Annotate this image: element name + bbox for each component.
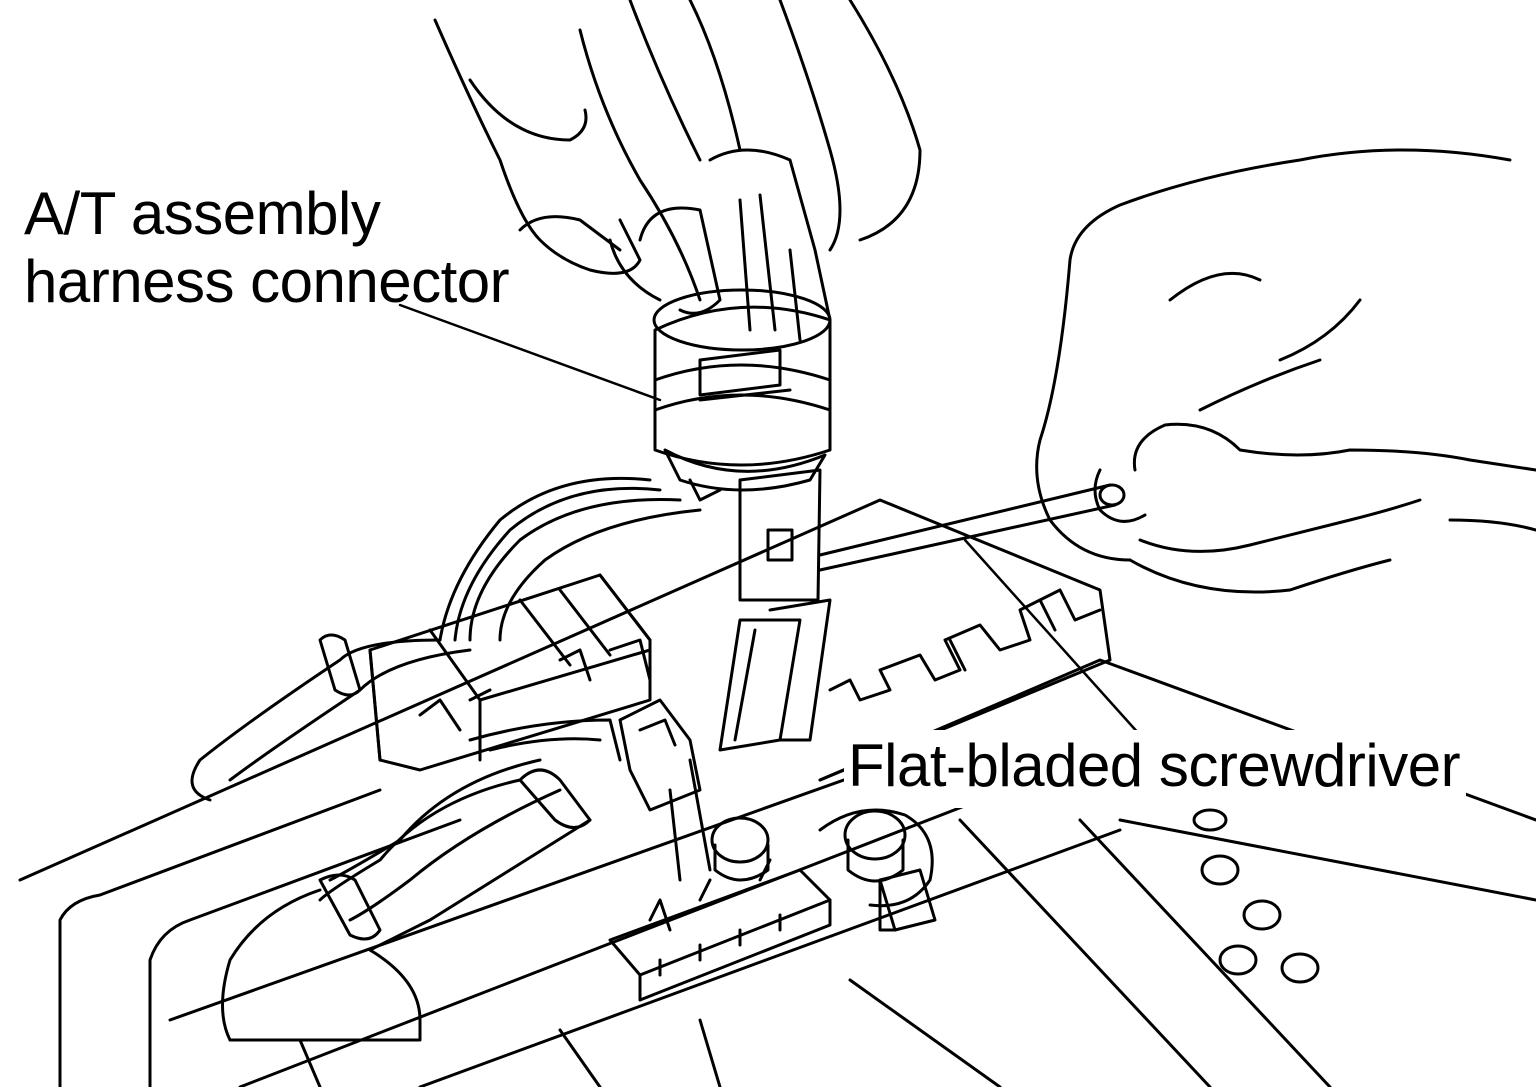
leader-lines (398, 303, 1142, 737)
housing-holes (1192, 808, 1320, 984)
left-hand-illustration (433, 0, 922, 315)
connector-callout-label: A/T assembly harness connector (24, 180, 510, 316)
screwdriver (718, 483, 1126, 752)
connector-leader-line (398, 303, 662, 402)
screwdriver-leader-line (963, 538, 1142, 737)
wiring-harness (190, 476, 702, 1042)
connector-label-line1: A/T assembly (24, 180, 381, 247)
harness-connector (652, 148, 832, 602)
bolts (710, 808, 937, 932)
terminal-strip (608, 858, 832, 1002)
connector-label-line2: harness connector (24, 248, 510, 315)
right-hand-illustration (1035, 148, 1536, 594)
mating-connector (368, 573, 712, 882)
screwdriver-callout-label: Flat-bladed screwdriver (844, 730, 1467, 808)
